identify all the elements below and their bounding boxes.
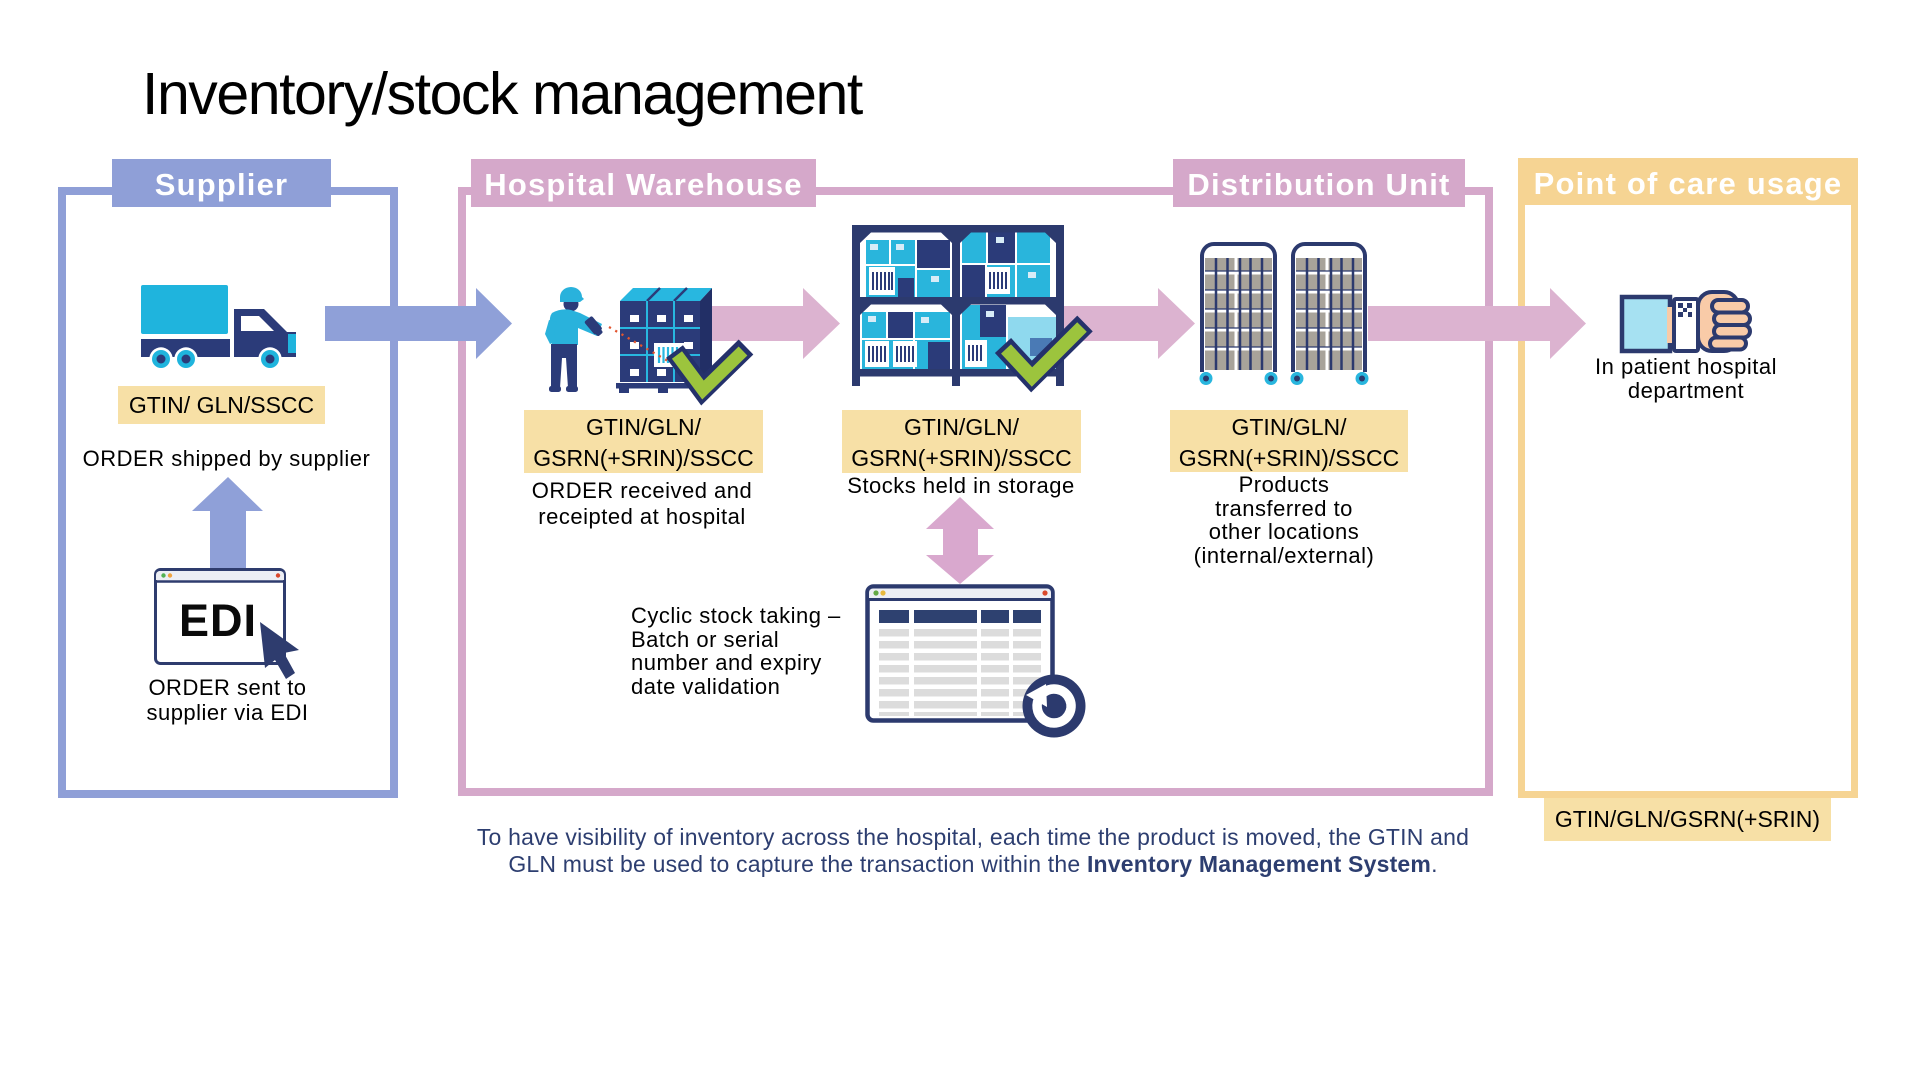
svg-text:EDI: EDI	[179, 595, 257, 646]
